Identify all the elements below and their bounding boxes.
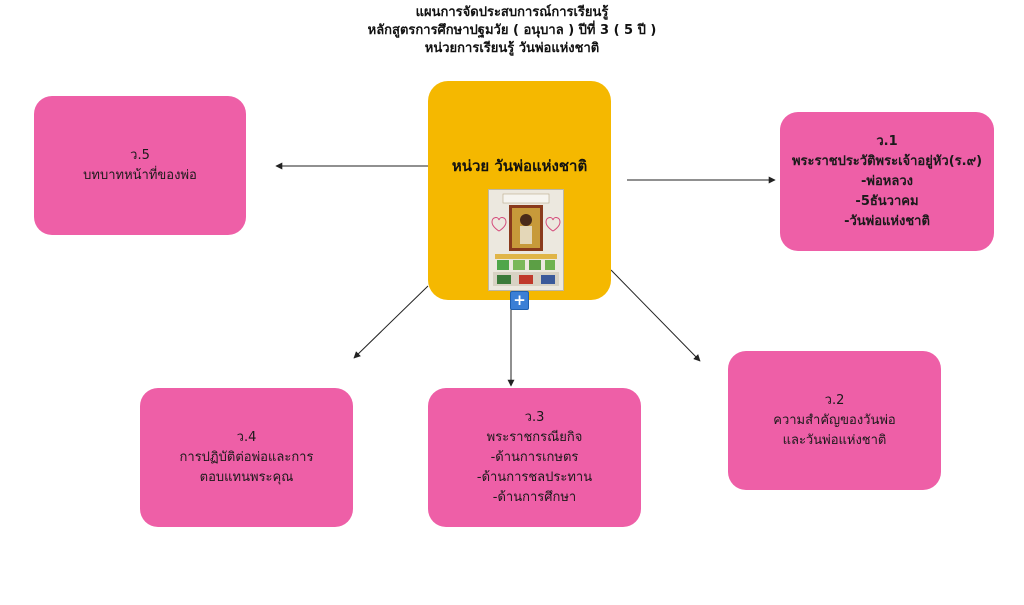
node-w2[interactable]: ว.2 ความสำคัญของวันพ่อ และวันพ่อแห่งชาติ bbox=[728, 351, 941, 490]
node-w1[interactable]: ว.1 พระราชประวัติพระเจ้าอยู่หัว(ร.๙) -พ่… bbox=[780, 112, 994, 251]
center-node[interactable]: หน่วย วันพ่อแห่งชาติ bbox=[428, 81, 611, 300]
node-w4-label: ว.4 bbox=[236, 429, 257, 445]
node-w5-label: ว.5 bbox=[130, 147, 150, 163]
header-line-1: แผนการจัดประสบการณ์การเรียนรู้ bbox=[415, 5, 609, 20]
node-w1-line-3: -5ธันวาคม bbox=[855, 193, 919, 209]
node-w3[interactable]: ว.3 พระราชกรณียกิจ -ด้านการเกษตร -ด้านกา… bbox=[428, 388, 641, 527]
plus-icon: + bbox=[513, 291, 526, 309]
node-w2-line-2: และวันพ่อแห่งชาติ bbox=[782, 432, 887, 448]
node-w1-line-1: พระราชประวัติพระเจ้าอยู่หัว(ร.๙) bbox=[791, 153, 983, 169]
add-node-button[interactable]: + bbox=[510, 291, 529, 310]
node-w1-line-2: -พ่อหลวง bbox=[861, 173, 913, 189]
node-w4-line-1: การปฏิบัติต่อพ่อและการ bbox=[179, 449, 314, 465]
node-w3-label: ว.3 bbox=[524, 409, 545, 425]
page-header: แผนการจัดประสบการณ์การเรียนรู้ หลักสูตรก… bbox=[0, 4, 1024, 58]
node-w3-line-2: -ด้านการเกษตร bbox=[490, 449, 579, 465]
connector-w2 bbox=[610, 269, 701, 362]
center-title: หน่วย วันพ่อแห่งชาติ bbox=[451, 157, 588, 175]
photo-illustration bbox=[489, 190, 563, 290]
node-w4[interactable]: ว.4 การปฏิบัติต่อพ่อและการ ตอบแทนพระคุณ bbox=[140, 388, 353, 527]
node-w2-line-1: ความสำคัญของวันพ่อ bbox=[773, 412, 896, 428]
node-w3-line-4: -ด้านการศึกษา bbox=[492, 489, 577, 505]
node-w2-label: ว.2 bbox=[824, 392, 845, 408]
connector-w4 bbox=[353, 285, 429, 359]
node-w1-label: ว.1 bbox=[876, 133, 898, 149]
node-w4-line-2: ตอบแทนพระคุณ bbox=[199, 469, 294, 485]
center-photo bbox=[488, 189, 564, 291]
node-w5-line-1: บทบาทหน้าที่ของพ่อ bbox=[83, 167, 197, 183]
node-w3-line-3: -ด้านการชลประทาน bbox=[476, 469, 593, 485]
node-w5[interactable]: ว.5 บทบาทหน้าที่ของพ่อ bbox=[34, 96, 246, 235]
header-line-2: หลักสูตรการศึกษาปฐมวัย ( อนุบาล ) ปีที่ … bbox=[367, 23, 657, 38]
header-line-3: หน่วยการเรียนรู้ วันพ่อแห่งชาติ bbox=[424, 41, 600, 56]
node-w3-line-1: พระราชกรณียกิจ bbox=[486, 429, 583, 445]
node-w1-line-4: -วันพ่อแห่งชาติ bbox=[844, 213, 930, 229]
